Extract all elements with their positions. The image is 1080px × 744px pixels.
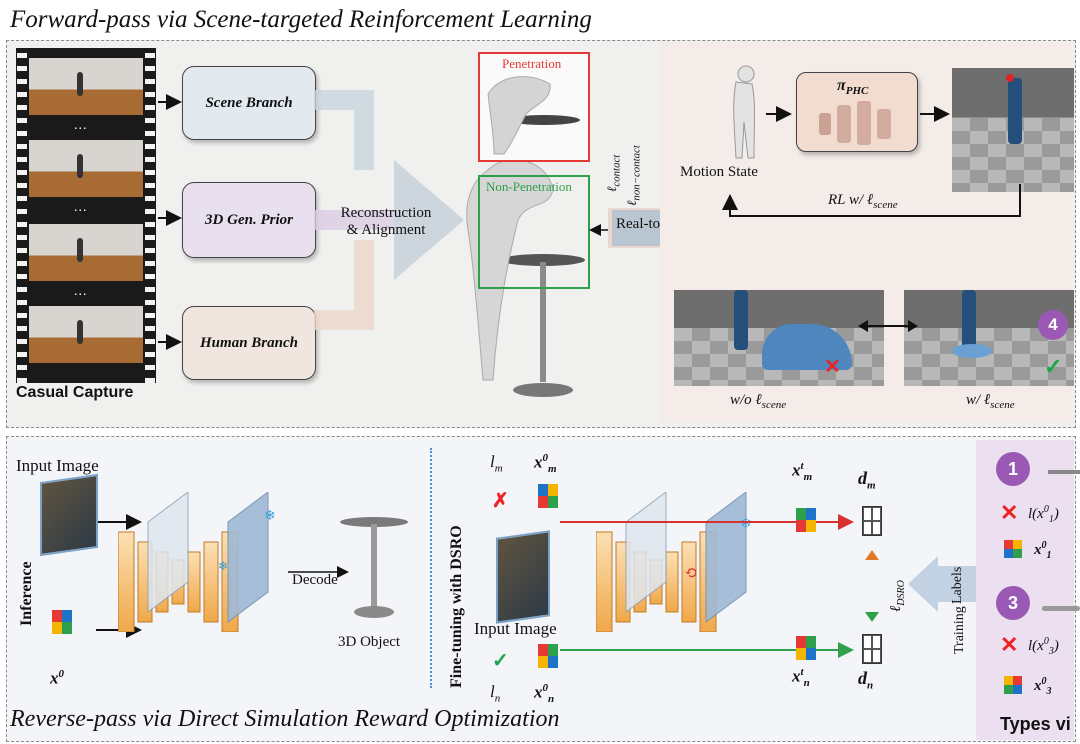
decode-label: Decode xyxy=(292,572,338,588)
dm-grid-icon xyxy=(862,506,882,536)
badge-3: 3 xyxy=(996,586,1030,620)
svg-text:❄: ❄ xyxy=(218,559,228,573)
penetration-box: Penetration xyxy=(478,52,590,162)
arrow-to-sim xyxy=(920,106,950,122)
object-3d-label: 3D Object xyxy=(338,634,401,650)
types-label: Types vi xyxy=(1000,714,1071,734)
decode-arrow xyxy=(288,566,349,578)
sim-view-without-loss: ✕ xyxy=(674,290,884,386)
training-labels-arrow xyxy=(908,556,978,612)
type-3-object xyxy=(1042,606,1080,611)
finetune-label: Fine-tuning with DSRO xyxy=(448,525,465,688)
latent-x3-icon xyxy=(1004,676,1022,694)
non-penetration-box: Non-Penetration xyxy=(478,175,590,289)
human-branch-box: Human Branch xyxy=(182,306,316,380)
input-image-label-right: Input Image xyxy=(474,619,557,638)
rl-loop-arrow xyxy=(722,184,1021,217)
latent-x1-icon xyxy=(1004,540,1022,558)
dm-label: dm xyxy=(858,468,876,492)
x1-label: x01 xyxy=(1034,540,1052,561)
object-3d-figure xyxy=(340,517,408,618)
input-image-label-left: Input Image xyxy=(16,456,99,475)
inference-label: Inference xyxy=(18,561,35,626)
type-1-object xyxy=(1048,470,1080,474)
prior-branch-label: 3D Gen. Prior xyxy=(205,211,293,228)
l-x1-label: l(x01) xyxy=(1028,504,1059,525)
prior-branch-box: 3D Gen. Prior xyxy=(182,182,316,258)
x0-label: x0 xyxy=(50,668,64,688)
policy-label: πPHC xyxy=(837,77,869,98)
capture-frame xyxy=(29,306,143,363)
training-label: Labels xyxy=(950,566,965,604)
top-title: Forward-pass via Scene-targeted Reinforc… xyxy=(10,6,592,33)
dsro-double-arrow xyxy=(865,550,879,622)
input-image-thumb-finetune xyxy=(496,530,550,624)
latent-xm0-icon xyxy=(538,484,558,508)
separator xyxy=(430,448,432,688)
svg-text:❄: ❄ xyxy=(264,509,276,524)
latent-xnt-icon xyxy=(796,636,816,660)
l-dsro-label: ℓDSRO xyxy=(888,580,907,612)
human-branch-label: Human Branch xyxy=(200,334,298,351)
type-3-cross-icon: ✕ xyxy=(1000,632,1019,657)
svg-text:❄: ❄ xyxy=(740,517,752,532)
badge-1: 1 xyxy=(996,452,1030,486)
l-contact-label: ℓcontact xyxy=(604,154,623,192)
latent-xn0-icon xyxy=(538,644,558,668)
l-x3-label: l(x03) xyxy=(1028,636,1059,657)
xmt-label: xtm xyxy=(792,460,813,484)
motion-state-label: Motion State xyxy=(680,164,758,180)
capture-frame xyxy=(29,224,143,281)
arrow-to-policy xyxy=(766,106,792,122)
type-1-cross-icon: ✕ xyxy=(1000,500,1019,525)
input-image-thumb xyxy=(40,473,98,557)
casual-capture-filmstrip: ... ... ... xyxy=(16,48,156,383)
with-loss-label: w/ ℓscene xyxy=(966,392,1015,411)
lm-cross-icon: ✗ xyxy=(492,490,509,512)
scene-branch-label: Scene Branch xyxy=(205,94,293,111)
capture-arrows xyxy=(158,94,182,350)
motion-state-figure xyxy=(733,65,755,159)
ln-check-icon: ✓ xyxy=(492,650,509,672)
svg-text:⟲: ⟲ xyxy=(684,565,697,582)
labels-label: Training xyxy=(952,606,967,654)
xm0-label: x0m xyxy=(534,452,557,476)
badge-4: 4 xyxy=(1038,310,1068,340)
xn0-label: x0n xyxy=(534,682,555,706)
capture-frame xyxy=(29,140,143,197)
l-noncontact-label: ℓnon−contact xyxy=(624,145,643,206)
without-loss-label: w/o ℓscene xyxy=(730,392,787,411)
casual-capture-label: Casual Capture xyxy=(16,384,134,401)
capture-frame xyxy=(29,58,143,115)
rl-label: RL w/ ℓscene xyxy=(828,192,898,211)
dn-grid-icon xyxy=(862,634,882,664)
ln-label: ln xyxy=(490,682,501,705)
dn-label: dn xyxy=(858,668,874,692)
dsro-lines xyxy=(560,514,854,658)
xnt-label: xtn xyxy=(792,666,810,690)
x3-label: x03 xyxy=(1034,676,1052,697)
sim-view-with-loss: 4 ✓ xyxy=(904,290,1074,386)
lm-label: lm xyxy=(490,452,503,475)
bottom-title: Reverse-pass via Direct Simulation Rewar… xyxy=(10,706,560,732)
latent-x0-icon xyxy=(52,610,72,634)
compare-arrow xyxy=(858,320,918,332)
sim-view-top xyxy=(952,68,1074,192)
unet-left: ❄ ❄ xyxy=(118,492,276,632)
latent-xmt-icon xyxy=(796,508,816,532)
policy-network-box: πPHC xyxy=(796,72,918,152)
scene-branch-box: Scene Branch xyxy=(182,66,316,140)
human-stool-figure xyxy=(466,159,585,397)
recon-label: Reconstruction & Alignment xyxy=(340,205,432,238)
branch-flow-arrows xyxy=(314,90,464,330)
